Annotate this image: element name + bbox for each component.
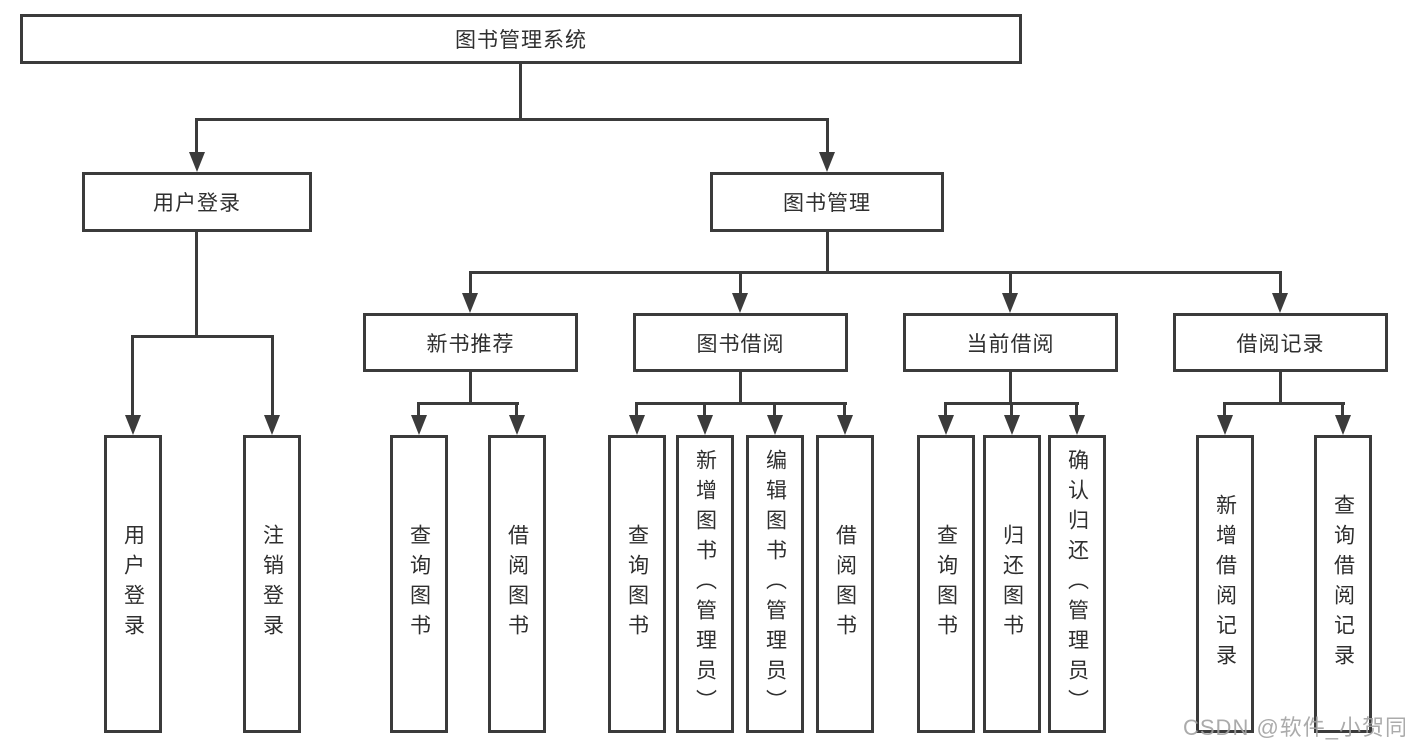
node-current-borrow: 当前借阅 [903,313,1118,372]
arrow-down-icon [1069,415,1085,435]
node-label: 当前借阅 [966,332,1055,356]
arrow-down-icon [732,293,748,313]
leaf-user-login: 用户登录 [104,435,162,733]
leaf-label: 查询图书 [934,524,958,644]
leaf-add-books-admin: 新增图书（管理员） [676,435,734,733]
arrow-down-icon [629,415,645,435]
node-label: 新书推荐 [426,332,515,356]
node-label: 借阅记录 [1236,332,1325,356]
connector-line [1075,402,1078,419]
arrow-down-icon [411,415,427,435]
arrow-down-icon [462,293,478,313]
connector-line [739,370,742,404]
leaf-label: 借阅图书 [505,524,529,644]
arrow-down-icon [767,415,783,435]
connector-line [843,402,846,419]
connector-line [1009,370,1012,404]
arrow-down-icon [1004,415,1020,435]
arrow-down-icon [938,415,954,435]
node-label: 图书借阅 [696,332,785,356]
connector-line [1279,370,1282,404]
connector-line [195,118,198,156]
leaf-label: 查询图书 [625,524,649,644]
connector-branch [1223,402,1345,405]
node-user-login: 用户登录 [82,172,312,232]
connector-line [195,230,198,337]
node-label: 图书管理系统 [455,29,587,52]
leaf-label: 借阅图书 [833,524,857,644]
connector-line [944,402,947,419]
node-label: 用户登录 [153,192,241,215]
connector-line [417,402,420,419]
leaf-label: 编辑图书（管理员） [763,449,787,719]
node-book-borrow: 图书借阅 [633,313,848,372]
leaf-return-books: 归还图书 [983,435,1041,733]
node-label: 图书管理 [783,192,871,215]
arrow-down-icon [509,415,525,435]
leaf-label: 新增借阅记录 [1213,494,1237,674]
leaf-label: 用户登录 [121,524,145,644]
arrow-down-icon [1272,293,1288,313]
leaf-borrow-books-newbook: 借阅图书 [488,435,546,733]
connector-branch [469,271,1281,274]
leaf-query-borrow-record: 查询借阅记录 [1314,435,1372,733]
node-book-management: 图书管理 [710,172,944,232]
leaf-logout-login: 注销登录 [243,435,301,733]
arrow-down-icon [819,152,835,172]
connector-line [826,230,829,273]
connector-line [271,335,274,417]
connector-line [739,271,742,297]
leaf-add-borrow-record: 新增借阅记录 [1196,435,1254,733]
leaf-query-books-current: 查询图书 [917,435,975,733]
connector-line [1010,402,1013,419]
connector-line [519,63,522,121]
leaf-label: 查询借阅记录 [1331,494,1355,674]
arrow-down-icon [837,415,853,435]
connector-line [826,118,829,156]
connector-line [1341,402,1344,419]
connector-branch [195,118,829,121]
leaf-borrow-books-borrow: 借阅图书 [816,435,874,733]
connector-branch [131,335,274,338]
arrow-down-icon [1335,415,1351,435]
node-library-system: 图书管理系统 [20,14,1022,64]
connector-line [469,370,472,404]
connector-line [1009,271,1012,297]
leaf-label: 新增图书（管理员） [693,449,717,719]
leaf-label: 确认归还（管理员） [1065,449,1089,719]
leaf-label: 注销登录 [260,524,284,644]
connector-line [1223,402,1226,419]
arrow-down-icon [1217,415,1233,435]
connector-line [131,335,134,417]
leaf-confirm-return-admin: 确认归还（管理员） [1048,435,1106,733]
connector-line [1279,271,1282,297]
connector-line [635,402,638,419]
leaf-edit-books-admin: 编辑图书（管理员） [746,435,804,733]
connector-line [703,402,706,419]
connector-line [469,271,472,297]
arrow-down-icon [264,415,280,435]
arrow-down-icon [189,152,205,172]
node-new-book-recommend: 新书推荐 [363,313,578,372]
connector-branch [417,402,519,405]
connector-line [773,402,776,419]
arrow-down-icon [1002,293,1018,313]
connector-branch [635,402,847,405]
leaf-label: 查询图书 [407,524,431,644]
arrow-down-icon [697,415,713,435]
arrow-down-icon [125,415,141,435]
leaf-query-books-newbook: 查询图书 [390,435,448,733]
leaf-query-books-borrow: 查询图书 [608,435,666,733]
connector-line [515,402,518,419]
leaf-label: 归还图书 [1000,524,1024,644]
node-borrow-records: 借阅记录 [1173,313,1388,372]
watermark: CSDN @软件_小贺同学 [1183,715,1405,740]
